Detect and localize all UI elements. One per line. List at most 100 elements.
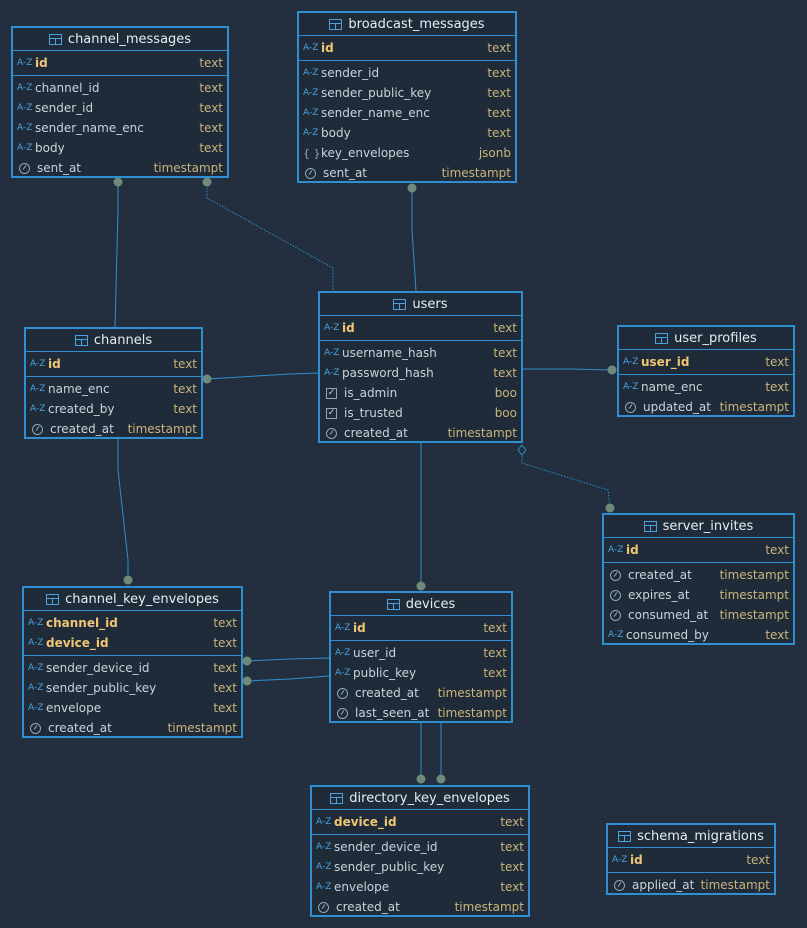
text-type-icon: A-Z [17,58,33,68]
column-type: jsonb [478,146,511,160]
table-header[interactable]: devices [331,593,511,616]
table-header[interactable]: channel_messages [13,28,227,51]
text-type-icon: A-Z [335,648,351,658]
link-endpoint [202,177,212,187]
clock-icon [610,569,621,581]
column-name: name_enc [48,382,110,396]
table-header[interactable]: server_invites [604,515,793,538]
table-icon [618,830,632,842]
text-type-icon: A-Z [335,668,351,678]
column-type: text [487,66,511,80]
column-name: device_id [46,636,109,650]
table-title: users [412,296,448,312]
table-icon [386,598,400,610]
table-title: directory_key_envelopes [349,790,510,806]
column-name: envelope [46,701,102,715]
text-type-icon: A-Z [17,143,33,153]
column-name: is_trusted [344,406,403,420]
clock-icon [318,901,329,913]
table-header[interactable]: directory_key_envelopes [312,787,528,810]
table-header[interactable]: schema_migrations [608,825,774,848]
table-header[interactable]: channels [26,329,201,352]
clock-icon [326,427,337,439]
table-header[interactable]: user_profiles [619,327,793,350]
link-endpoint [416,774,426,784]
table-title: user_profiles [674,330,757,346]
column-name: id [626,543,639,557]
column-name: id [353,621,366,635]
table-header[interactable]: channel_key_envelopes [24,588,241,611]
text-type-icon: A-Z [608,545,624,555]
column-type: text [483,666,507,680]
table-header[interactable]: users [320,293,521,316]
link-channels-users [206,372,319,380]
column-type: text [487,86,511,100]
text-type-icon: A-Z [28,683,44,693]
table-header[interactable]: broadcast_messages [299,13,515,36]
column-type: text [213,636,237,650]
